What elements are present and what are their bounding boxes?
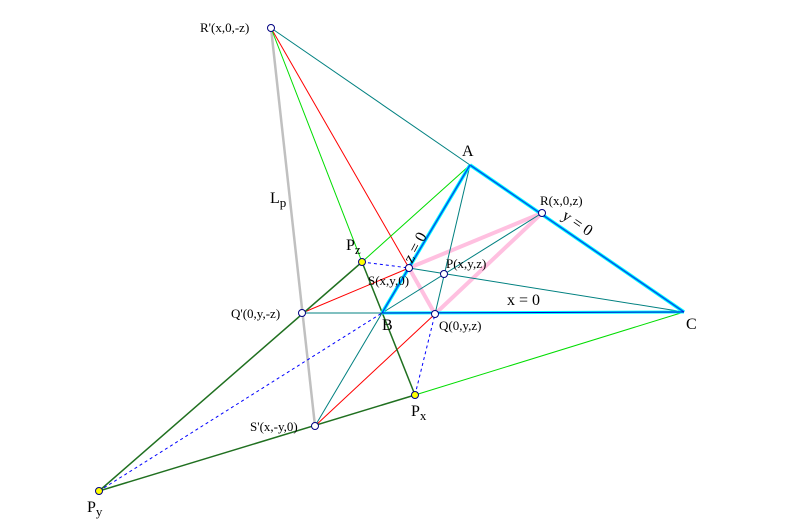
point-pz[interactable] xyxy=(358,258,366,266)
label-lp: Lp xyxy=(270,190,286,210)
pink-triangle xyxy=(407,211,544,316)
line-lp xyxy=(269,27,317,427)
point-px[interactable] xyxy=(411,391,419,399)
label-y0: y = 0 xyxy=(559,207,596,240)
point-q[interactable] xyxy=(431,310,439,318)
label-py: Py xyxy=(87,499,103,519)
teal-lines xyxy=(270,27,685,427)
green-lines xyxy=(98,27,685,492)
point-s[interactable] xyxy=(405,264,413,272)
point-s-prime[interactable] xyxy=(311,422,319,430)
label-p: P(x,y,z) xyxy=(446,256,486,271)
label-b: B xyxy=(382,317,393,334)
label-s: S(x,y,0) xyxy=(368,273,409,288)
point-py[interactable] xyxy=(95,487,103,495)
label-q: Q(0,y,z) xyxy=(439,318,481,333)
red-lines xyxy=(270,27,436,427)
points xyxy=(95,24,546,495)
point-p[interactable] xyxy=(440,270,448,278)
label-pz: Pz xyxy=(346,237,361,257)
label-px: Px xyxy=(411,403,427,423)
point-q-prime[interactable] xyxy=(298,309,306,317)
label-x0: x = 0 xyxy=(507,292,540,309)
label-a: A xyxy=(462,143,474,160)
label-c: C xyxy=(686,316,697,333)
point-r-prime[interactable] xyxy=(267,24,275,32)
label-s-prime: S'(x,-y,0) xyxy=(250,419,298,434)
label-q-prime: Q'(0,y,-z) xyxy=(231,306,280,321)
label-r-prime: R'(x,0,-z) xyxy=(200,20,249,35)
point-r[interactable] xyxy=(538,209,546,217)
blue-dashed-lines xyxy=(98,261,436,492)
label-r: R(x,0,z) xyxy=(540,193,583,208)
